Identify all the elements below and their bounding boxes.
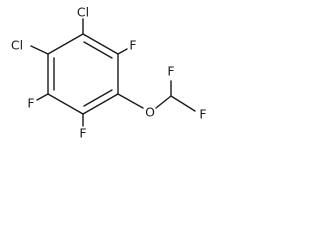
- substituent-bonds: [30, 18, 196, 127]
- ring-bond: [82, 93, 119, 115]
- atom-label-cl-top: Cl: [77, 5, 89, 20]
- atom-label-f-ring-right: F: [129, 38, 136, 53]
- ring-double-bond-inner: [83, 41, 113, 59]
- bond-ring-to-oxygen: [117, 93, 144, 109]
- ring-bond: [82, 33, 119, 55]
- atom-label-cl-left: Cl: [11, 38, 23, 53]
- ring-double-bond-inner: [83, 89, 113, 107]
- chemical-structure-diagram: Cl Cl F F F O F F: [11, 5, 207, 141]
- ring-bond: [47, 33, 84, 55]
- bond-to-f-ring-left: [36, 93, 49, 101]
- atom-label-f-ring-bottom: F: [79, 126, 86, 141]
- atom-label-f-chain-right: F: [199, 107, 206, 122]
- atom-label-f-ring-left: F: [27, 96, 34, 111]
- bond-to-f-ring-right: [117, 48, 128, 55]
- benzene-ring: [47, 33, 119, 115]
- atom-labels: Cl Cl F F F O F F: [11, 5, 207, 141]
- bond-to-cl-left: [30, 45, 49, 55]
- bond-carbon-to-f-right: [170, 95, 196, 112]
- atom-label-f-chain-left: F: [167, 64, 174, 79]
- atom-label-oxygen: O: [145, 105, 155, 120]
- ring-bond: [47, 93, 84, 115]
- bond-oxygen-to-carbon: [155, 95, 172, 109]
